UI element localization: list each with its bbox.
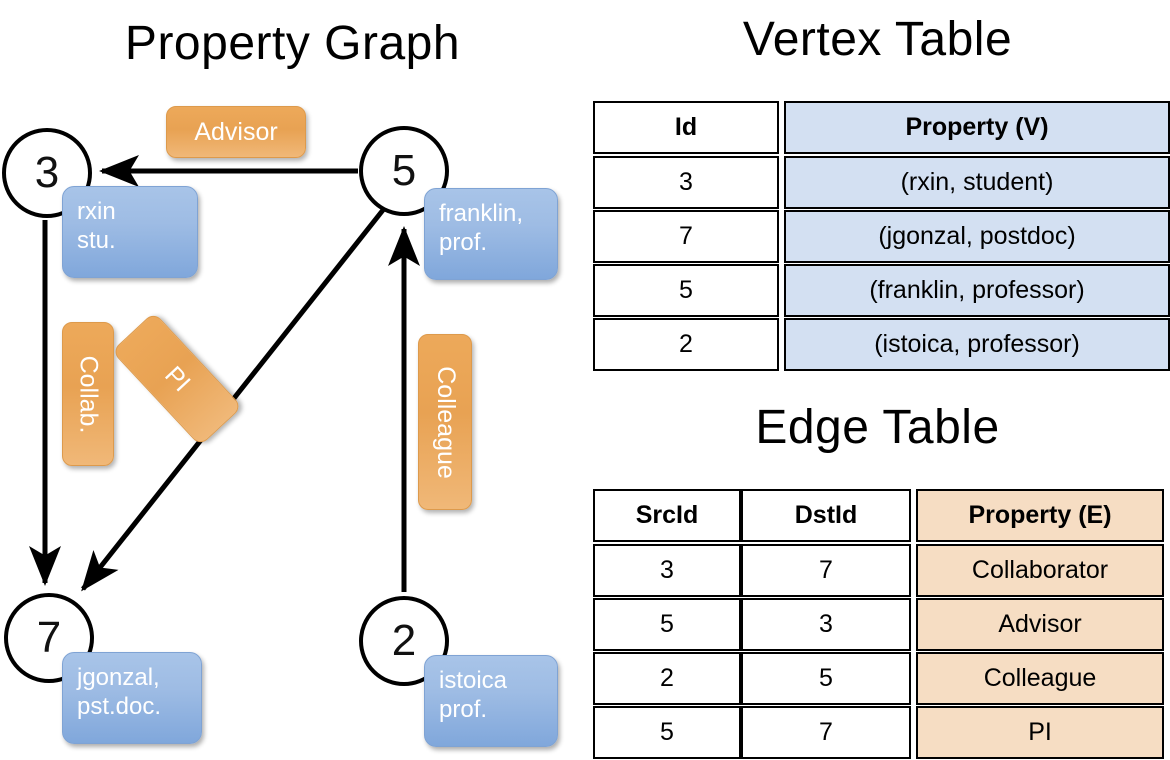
edge-table-header-cell: DstId [741,489,911,542]
edge-label-text: Colleague [431,365,460,479]
page-title-property-graph: Property Graph [124,17,461,70]
node-property-line: stu. [77,227,116,255]
node-property-line: jgonzal, [77,664,160,691]
vertex-table-header-cell: Id [593,101,779,154]
edge-table-cell: 3 [741,598,911,651]
node-property-box-istoica: istoica prof. [424,655,558,747]
edge-table-cell: 7 [741,706,911,759]
graph-node-5[interactable]: 5 [359,126,449,216]
edge-label-text: Advisor [194,117,278,146]
page-title-vertex-table: Vertex Table [742,13,1013,66]
edge-label-colleague: Colleague [418,334,472,510]
vertex-table-cell: (franklin, professor) [784,264,1170,317]
vertex-table-cell: 2 [593,318,779,371]
edge-table-cell: 5 [593,706,741,759]
edge-label-text: PI [159,360,196,397]
node-property-box-jgonzal: jgonzal, pst.doc. [62,652,202,744]
edge-table-cell: 5 [593,598,741,651]
vertex-table-header-cell: Property (V) [784,101,1170,154]
edge-label-advisor: Advisor [166,106,306,158]
vertex-table-cell: 5 [593,264,779,317]
graph-node-2[interactable]: 2 [359,596,449,686]
vertex-table-cell: 7 [593,210,779,263]
node-property-box-franklin: franklin, prof. [424,188,558,280]
edge-table-cell: 3 [593,544,741,597]
edge-table-cell: 7 [741,544,911,597]
node-property-line: rxin [77,198,116,225]
edge-table-cell: Colleague [916,652,1164,705]
vertex-table-cell: 3 [593,156,779,209]
node-property-line: franklin, [439,200,524,227]
node-property-line: istoica [439,667,508,694]
edge-table-header-cell: SrcId [593,489,741,542]
vertex-table-cell: (rxin, student) [784,156,1170,209]
node-property-line: prof. [439,229,488,257]
vertex-table-cell: (jgonzal, postdoc) [784,210,1170,263]
edge-table-header-cell: Property (E) [916,489,1164,542]
edge-label-text: Collab. [74,355,103,433]
edge-label-collab: Collab. [62,322,114,466]
property-graph-panel: 3 5 7 2 rxin stu. franklin, prof. jgonza… [2,106,558,747]
node-property-box-rxin: rxin stu. [62,186,198,278]
edge-table-cell: PI [916,706,1164,759]
node-property-line: prof. [439,696,488,724]
edge-table-cell: 2 [593,652,741,705]
node-property-line: pst.doc. [77,693,162,721]
edge-table-cell: 5 [741,652,911,705]
page-title-edge-table: Edge Table [755,401,1000,454]
vertex-table-cell: (istoica, professor) [784,318,1170,371]
edge-table-cell: Advisor [916,598,1164,651]
edge-table-cell: Collaborator [916,544,1164,597]
